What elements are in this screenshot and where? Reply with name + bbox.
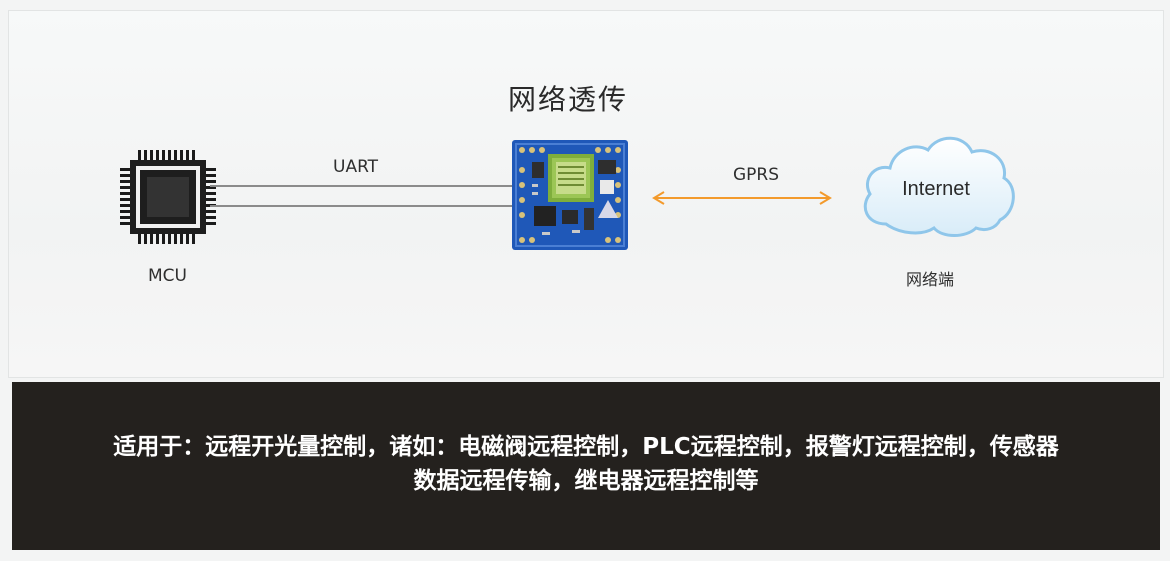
mcu-label: MCU (148, 266, 187, 286)
mcu-chip-icon (120, 150, 216, 244)
cloud-text: Internet (902, 178, 970, 200)
uart-label: UART (333, 157, 379, 177)
diagram-title: 网络透传 (508, 83, 629, 116)
caption-text: 适用于：远程开光量控制，诸如：电磁阀远程控制，PLC远程控制，报警灯远程控制，传… (12, 430, 1160, 498)
cloud-icon: Internet (863, 136, 1015, 237)
network-label: 网络端 (906, 270, 955, 289)
uart-wires (210, 185, 514, 207)
gprs-arrow (652, 191, 832, 205)
caption-panel: 适用于：远程开光量控制，诸如：电磁阀远程控制，PLC远程控制，报警灯远程控制，传… (12, 382, 1160, 550)
gprs-label: GPRS (733, 165, 780, 185)
caption-line-1: 适用于：远程开光量控制，诸如：电磁阀远程控制，PLC远程控制，报警灯远程控制，传… (113, 434, 1059, 460)
caption-line-2: 数据远程传输，继电器远程控制等 (413, 468, 759, 494)
gprs-module-icon (512, 140, 628, 250)
